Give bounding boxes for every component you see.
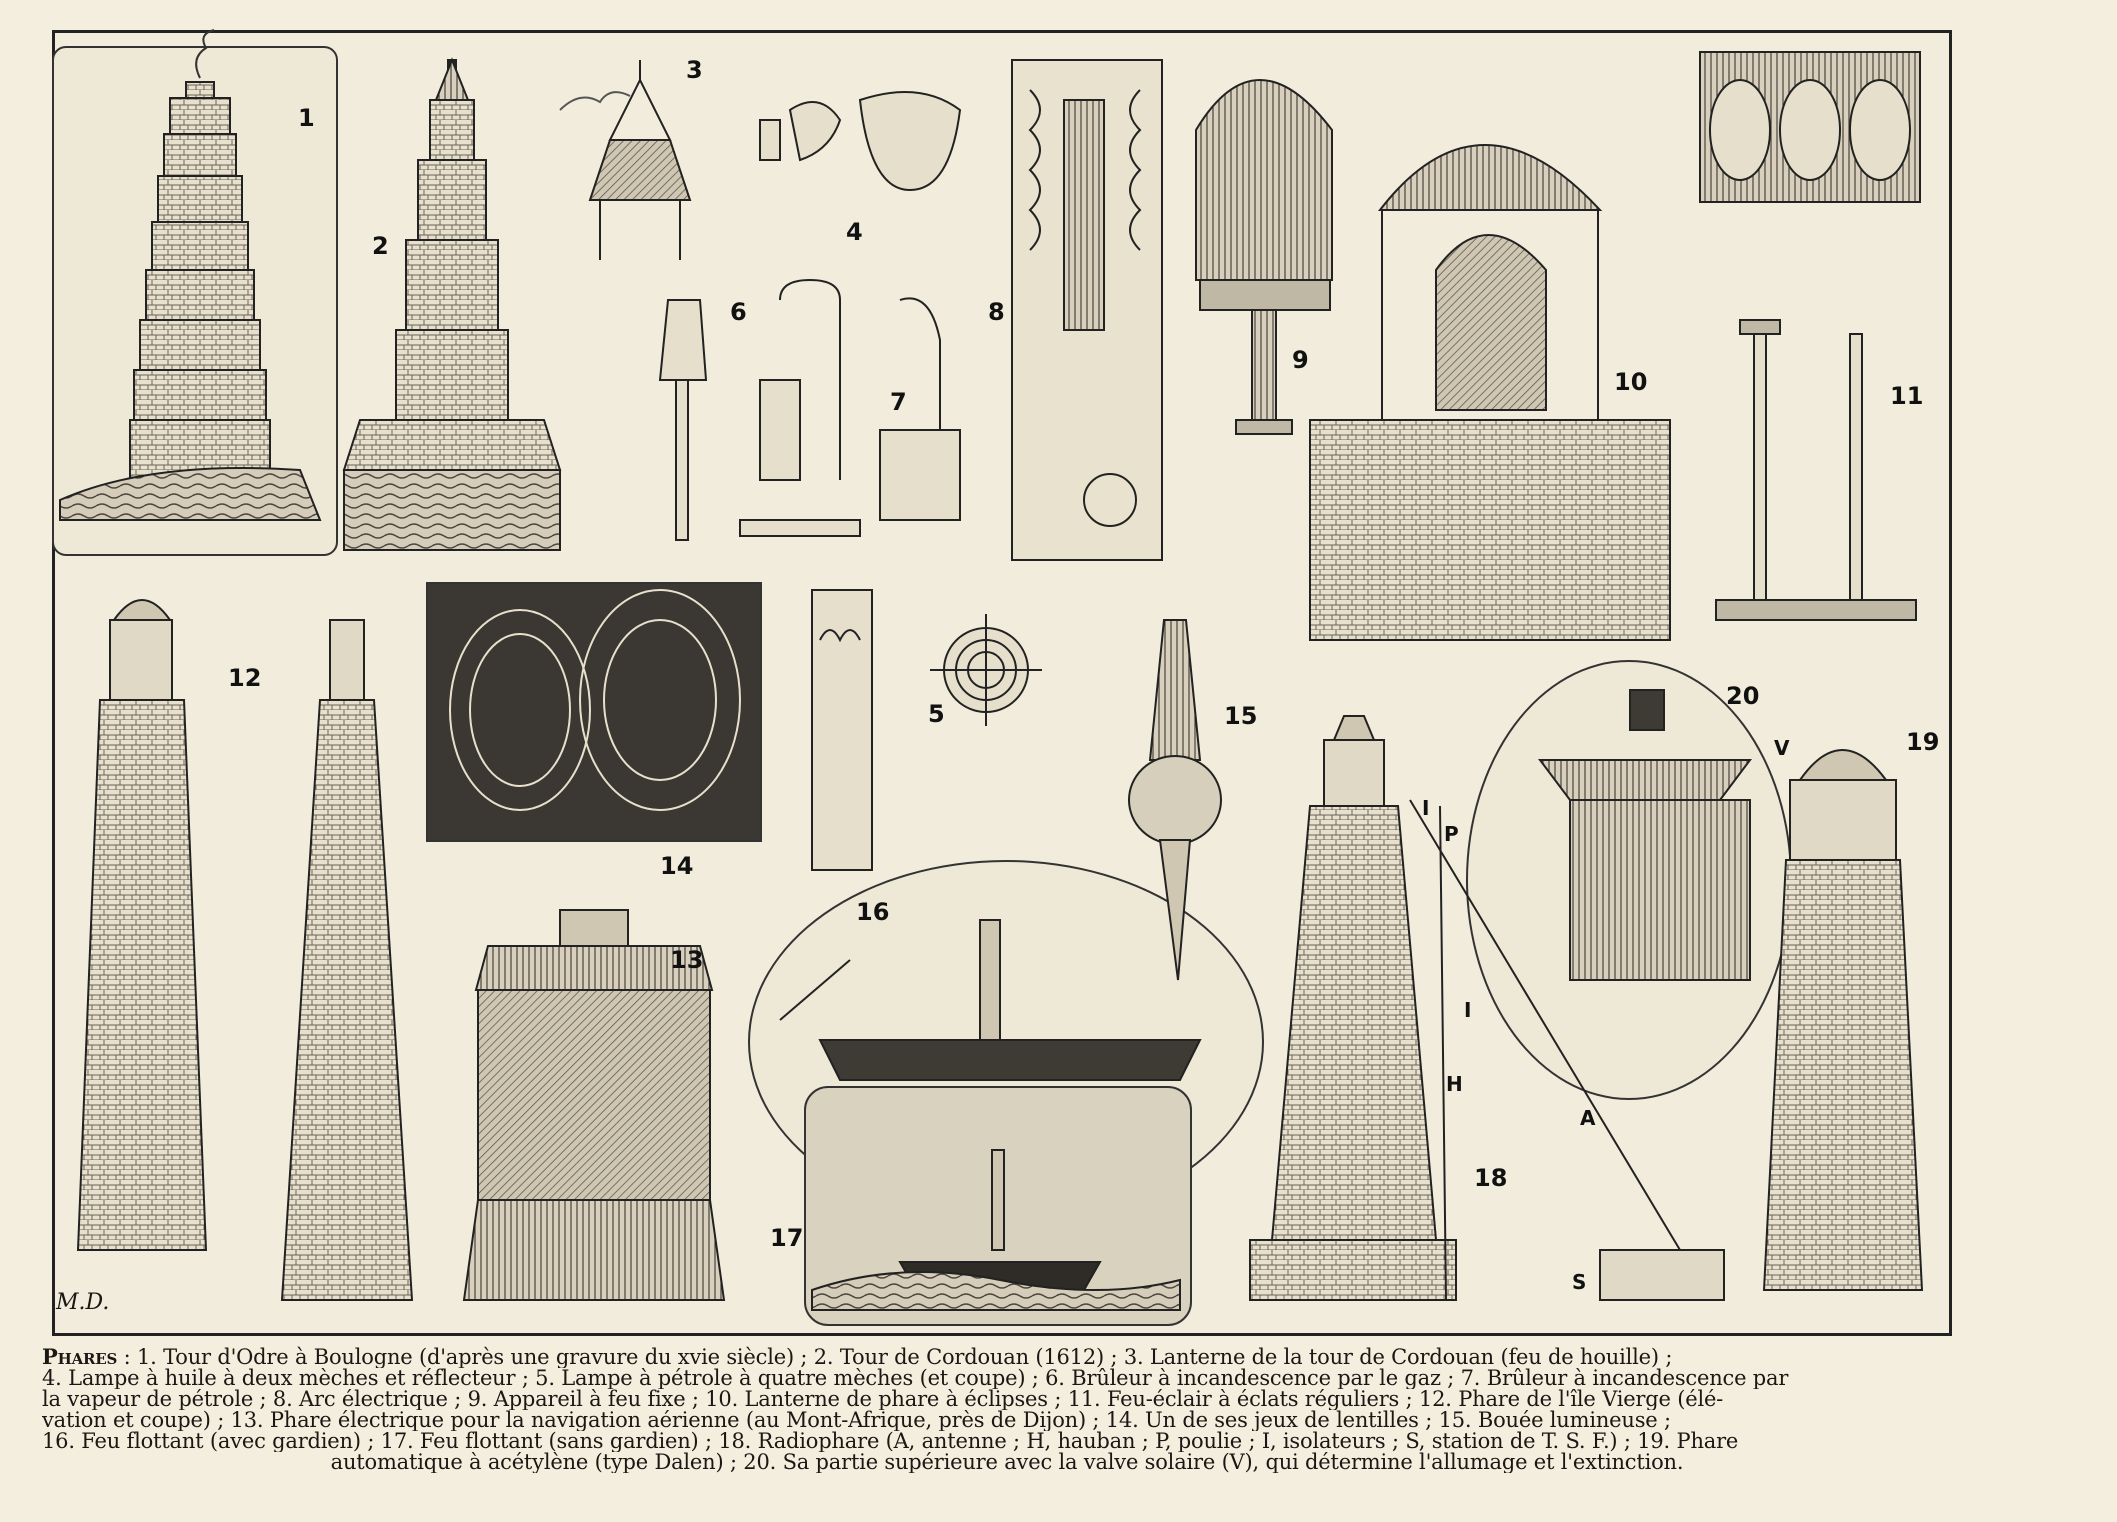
fig-3-lanterne-cordouan <box>559 60 692 260</box>
fig-18-radiophare <box>1249 715 1725 1301</box>
fig-11-feu-eclair <box>1699 51 1921 621</box>
fig-number-18: 18 <box>1474 1164 1508 1192</box>
fig-14-lentilles <box>449 589 741 811</box>
fig-number-13: 13 <box>670 946 704 974</box>
plate-caption: Phares : 1. Tour d'Odre à Boulogne (d'ap… <box>42 1346 1972 1473</box>
caption-line-6: automatique à acétylène (type Dalen) ; 2… <box>330 1452 1684 1473</box>
fig-number-11: 11 <box>1890 382 1924 410</box>
fig-17-feu-sans-gardien <box>811 1149 1181 1311</box>
fig-number-3: 3 <box>686 56 703 84</box>
caption-line-1-text: : 1. Tour d'Odre à Boulogne (d'après une… <box>117 1346 1673 1368</box>
fig-number-12: 12 <box>228 664 262 692</box>
fig-20-valve-solaire <box>1538 689 1752 981</box>
fig-number-16: 16 <box>856 898 890 926</box>
caption-line-4: vation et coupe) ; 13. Phare électrique … <box>42 1410 1671 1431</box>
label-v: V <box>1774 736 1790 760</box>
artist-signature: M.D. <box>56 1290 110 1315</box>
label-h: H <box>1446 1072 1463 1096</box>
fig-10-lanterne-eclipses <box>1309 144 1671 641</box>
label-i-top: I <box>1422 796 1430 820</box>
caption-line-1: Phares : 1. Tour d'Odre à Boulogne (d'ap… <box>42 1346 1972 1368</box>
fig-number-2: 2 <box>372 232 389 260</box>
fig-1-tour-odre <box>59 29 322 521</box>
caption-heading: Phares <box>42 1346 118 1368</box>
fig-number-6: 6 <box>730 298 747 326</box>
fig-16-feu-flottant <box>779 919 1202 1081</box>
fig-number-4: 4 <box>846 218 863 246</box>
caption-line-2: 4. Lampe à huile à deux mèches et réflec… <box>42 1368 1789 1389</box>
fig-number-10: 10 <box>1614 368 1648 396</box>
fig-number-17: 17 <box>770 1224 804 1252</box>
caption-line-3: la vapeur de pétrole ; 8. Arc électrique… <box>42 1389 1724 1410</box>
label-p: P <box>1444 822 1459 846</box>
fig-4-lampe-huile <box>759 91 962 192</box>
label-a: A <box>1580 1106 1596 1130</box>
label-i-bottom: I <box>1464 998 1472 1022</box>
fig-15-bouee <box>1128 619 1222 981</box>
fig-6-7-bruleurs <box>658 278 961 541</box>
fig-number-7: 7 <box>890 388 907 416</box>
fig-19-phare-dalen <box>1762 749 1924 1291</box>
fig-number-5: 5 <box>928 700 945 728</box>
caption-line-5: 16. Feu flottant (avec gardien) ; 17. Fe… <box>42 1431 1739 1452</box>
label-s: S <box>1572 1270 1587 1294</box>
fig-number-9: 9 <box>1292 346 1309 374</box>
fig-number-19: 19 <box>1906 728 1940 756</box>
fig-number-8: 8 <box>988 298 1005 326</box>
fig-9-feu-fixe <box>1195 79 1333 435</box>
fig-number-15: 15 <box>1224 702 1258 730</box>
fig-12-ile-vierge <box>76 599 414 1301</box>
fig-13-mont-afrique <box>462 909 726 1301</box>
fig-number-20: 20 <box>1726 682 1760 710</box>
fig-number-1: 1 <box>298 104 315 132</box>
fig-2-tour-cordouan <box>342 57 562 551</box>
fig-5-lampe-petrole <box>811 589 1042 871</box>
fig-number-14: 14 <box>660 852 694 880</box>
fig-8-arc-electrique <box>1011 59 1163 561</box>
